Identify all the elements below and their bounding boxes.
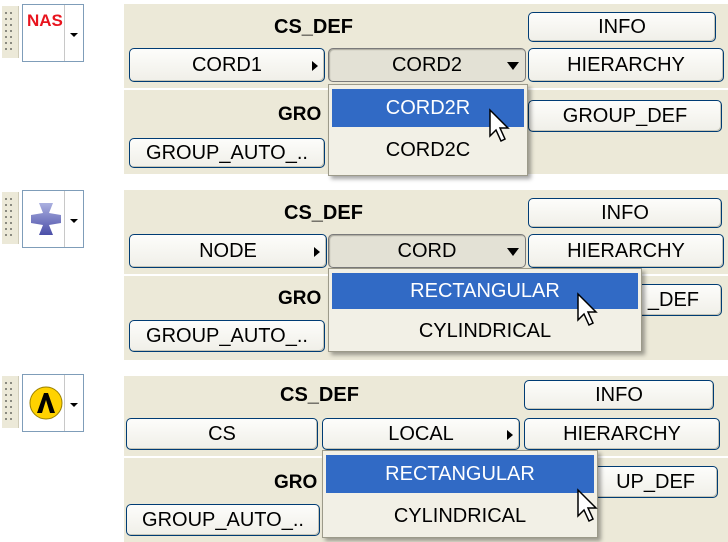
info-button[interactable]: INFO xyxy=(524,380,714,410)
cs-def-panel: CS_DEF INFO CS LOCAL HIERARCHY GRO UP_DE… xyxy=(124,376,728,542)
mouse-cursor-icon xyxy=(577,488,598,523)
info-button[interactable]: INFO xyxy=(528,12,716,42)
menu-item-cord2r[interactable]: CORD2R xyxy=(332,89,524,127)
type-button[interactable]: NODE xyxy=(129,234,327,268)
solver-icon-box[interactable] xyxy=(22,374,84,432)
subtype-button[interactable]: LOCAL xyxy=(322,418,520,450)
ansys-icon xyxy=(29,386,63,420)
cs-def-panel: CS_DEF INFO CORD1 CORD2 HIERARCHY GRO GR… xyxy=(124,4,728,176)
type-button-label: CORD1 xyxy=(191,54,262,76)
info-button[interactable]: INFO xyxy=(528,198,722,228)
panel-title: CS_DEF xyxy=(280,384,359,406)
hierarchy-button[interactable]: HIERARCHY xyxy=(524,418,720,450)
panel-title: CS_DEF xyxy=(274,16,353,38)
panel-title: CS_DEF xyxy=(284,202,363,224)
group-auto-button[interactable]: GROUP_AUTO_.. xyxy=(126,504,320,536)
subtype-button-label: CORD xyxy=(397,240,457,262)
type-button[interactable]: CORD1 xyxy=(129,48,325,82)
solver-dropdown-arrow[interactable] xyxy=(64,191,83,247)
subtype-button[interactable]: CORD2 xyxy=(328,48,526,82)
group-auto-button[interactable]: GROUP_AUTO_.. xyxy=(129,138,325,168)
group-def-button[interactable]: GROUP_DEF xyxy=(528,100,722,132)
subtype-button[interactable]: CORD xyxy=(328,234,526,268)
group-auto-button[interactable]: GROUP_AUTO_.. xyxy=(129,320,325,352)
subtype-button-label: LOCAL xyxy=(388,423,454,445)
type-button-label: CS xyxy=(208,423,236,445)
group-label: GRO xyxy=(278,288,322,309)
toolbar-grip[interactable] xyxy=(2,6,19,58)
group-label: GRO xyxy=(274,472,318,493)
toolbar-grip[interactable] xyxy=(2,376,19,428)
menu-item-rectangular[interactable]: RECTANGULAR xyxy=(326,455,594,493)
mouse-cursor-icon xyxy=(489,108,510,143)
solver-selector[interactable]: NAS xyxy=(0,4,88,62)
menu-item-cord2c[interactable]: CORD2C xyxy=(385,139,471,161)
dropdown-arrow-icon xyxy=(507,62,519,70)
submenu-arrow-icon xyxy=(507,430,513,440)
solver-selector[interactable] xyxy=(0,374,88,432)
solver-icon-box[interactable] xyxy=(22,190,84,248)
menu-item-cylindrical[interactable]: CYLINDRICAL xyxy=(393,505,527,527)
submenu-arrow-icon xyxy=(314,247,320,257)
type-button[interactable]: CS xyxy=(126,418,318,450)
solver-selector[interactable] xyxy=(0,190,88,248)
hierarchy-button[interactable]: HIERARCHY xyxy=(528,48,724,82)
menu-item-cylindrical[interactable]: CYLINDRICAL xyxy=(418,320,552,342)
submenu-arrow-icon xyxy=(312,61,318,71)
toolbar-grip[interactable] xyxy=(2,192,19,244)
solver-dropdown-arrow[interactable] xyxy=(64,375,83,431)
type-button-label: NODE xyxy=(199,240,257,262)
hierarchy-button[interactable]: HIERARCHY xyxy=(528,234,724,268)
mouse-cursor-icon xyxy=(577,292,598,327)
dropdown-menu: RECTANGULAR CYLINDRICAL xyxy=(328,268,642,352)
solver-dropdown-arrow[interactable] xyxy=(64,5,83,61)
dropdown-arrow-icon xyxy=(507,248,519,256)
nastran-icon: NAS xyxy=(27,11,63,30)
subtype-button-label: CORD2 xyxy=(391,54,462,76)
dropdown-menu: RECTANGULAR CYLINDRICAL xyxy=(322,450,598,538)
solver-icon-box[interactable]: NAS xyxy=(22,4,84,62)
abaqus-icon xyxy=(31,203,61,235)
menu-item-rectangular[interactable]: RECTANGULAR xyxy=(332,273,638,309)
group-label: GRO xyxy=(278,104,322,125)
cs-def-panel: CS_DEF INFO NODE CORD HIERARCHY GRO _DEF… xyxy=(124,190,728,360)
